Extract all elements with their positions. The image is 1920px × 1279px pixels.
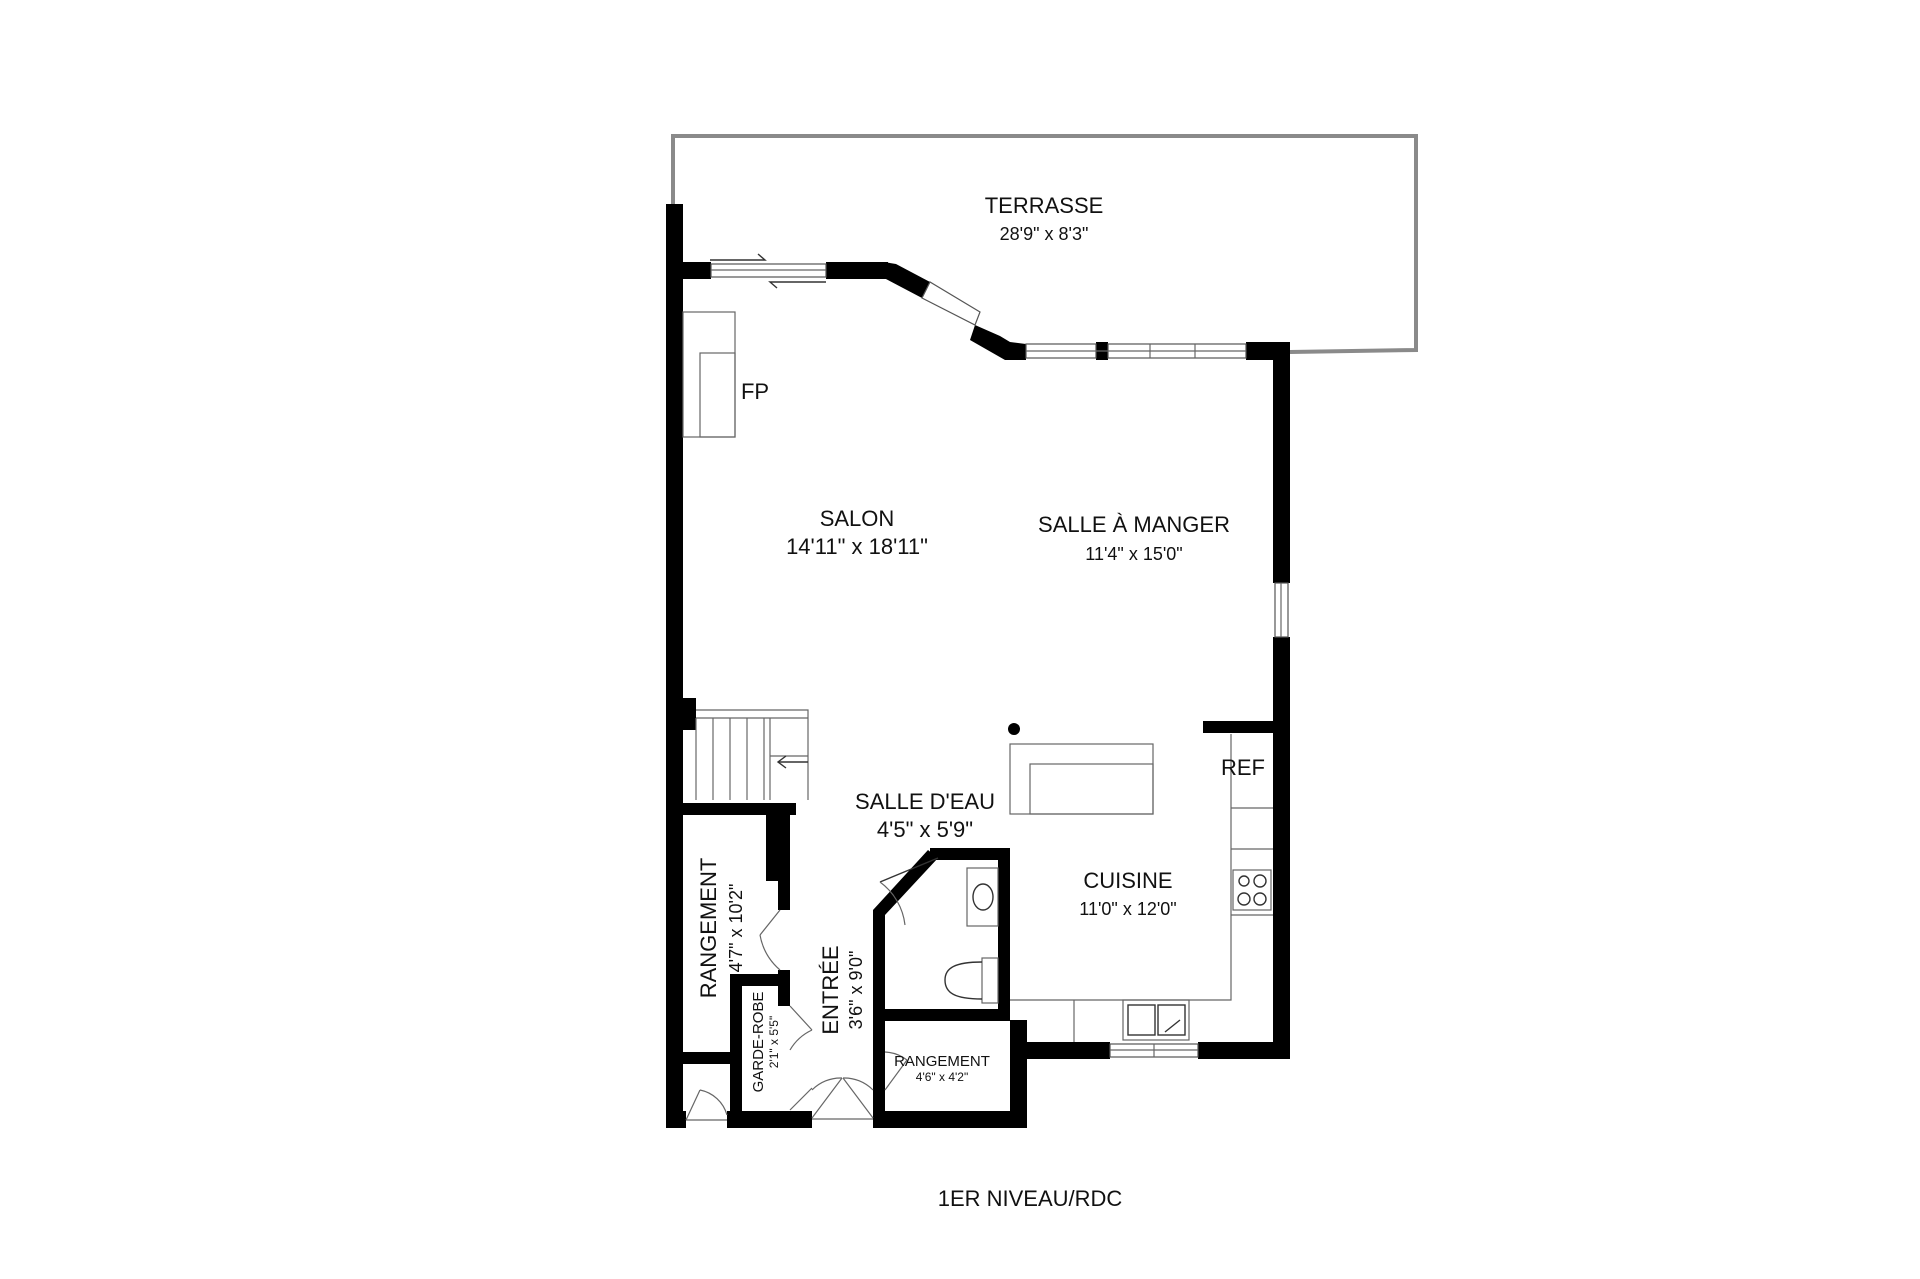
entrance-dims: 3'6" x 9'0" (846, 951, 866, 1030)
cooktop-icon (1232, 869, 1272, 911)
bathroom-sink-icon (966, 867, 999, 927)
level-label: 1ER NIVEAU/RDC (938, 1186, 1123, 1211)
column-icon (1008, 723, 1020, 735)
powder-room-dims: 4'5" x 5'9" (877, 817, 973, 842)
powder-room-name: SALLE D'EAU (855, 789, 995, 814)
kitchen-island (1009, 743, 1154, 815)
storage-2-dims: 4'6" x 4'2" (916, 1070, 968, 1084)
storage-room-name: RANGEMENT (696, 858, 721, 999)
exterior-walls (666, 204, 1290, 1128)
windows (710, 263, 1289, 1058)
storage-2-name: RANGEMENT (894, 1053, 990, 1070)
toilet-icon (944, 957, 999, 1004)
staircase-icon (695, 709, 809, 800)
kitchen-dims: 11'0" x 12'0" (1079, 899, 1176, 919)
kitchen-counters (1010, 734, 1273, 1042)
doors (685, 857, 939, 1121)
kitchen-name: CUISINE (1083, 868, 1172, 893)
kitchen-sink-icon (1122, 999, 1190, 1041)
fireplace-label: FP (741, 379, 769, 404)
fireplace-icon (682, 311, 736, 438)
sliding-door-arrows (710, 253, 826, 289)
terrace-dims: 28'9" x 8'3" (1000, 224, 1089, 244)
terrace-outline (671, 134, 1418, 354)
interior-walls (666, 698, 1290, 1128)
salon-name: SALON (820, 506, 895, 531)
closet-name: GARDE-ROBE (750, 992, 767, 1093)
dining-room-name: SALLE À MANGER (1038, 512, 1230, 537)
room-labels: TERRASSE 28'9" x 8'3" FP SALON 14'11" x … (696, 193, 1265, 1211)
storage-room-dims: 4'7" x 10'2" (726, 884, 746, 973)
dining-room-dims: 11'4" x 15'0" (1085, 544, 1182, 564)
entrance-name: ENTRÉE (818, 945, 843, 1034)
terrace-name: TERRASSE (985, 193, 1104, 218)
closet-dims: 2'1" x 5'5" (767, 1016, 781, 1068)
fridge-label: REF (1221, 755, 1265, 780)
salon-dims: 14'11" x 18'11" (786, 534, 928, 559)
